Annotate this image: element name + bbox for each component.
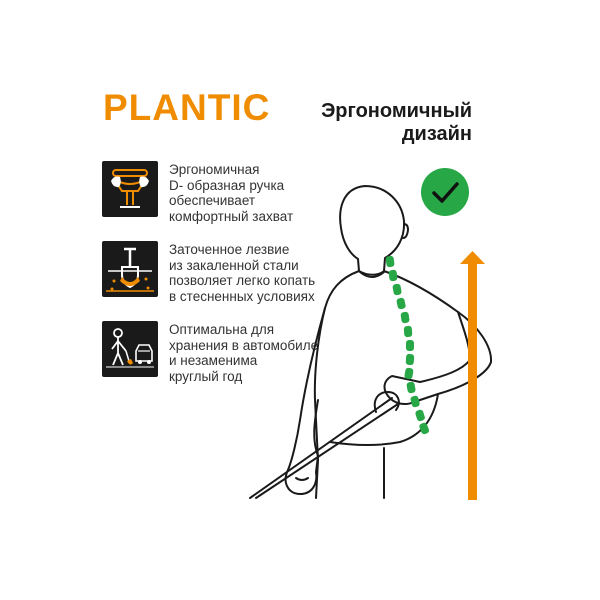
feature-line: в стесненных условиях — [169, 288, 315, 304]
feature-line: Эргономичная — [169, 162, 260, 177]
feature-line: круглый год — [169, 368, 243, 384]
headline-line: Эргономичный — [321, 100, 472, 122]
person-arm-upper — [413, 361, 492, 403]
person-torso — [313, 270, 360, 499]
up-arrow-icon — [460, 251, 485, 500]
check-circle-icon — [421, 168, 469, 216]
headline-line: дизайн — [401, 123, 472, 145]
shovel-in-soil-icon — [102, 241, 158, 297]
spine-indicator — [385, 255, 430, 435]
feature-line: D- образная ручка — [169, 177, 285, 193]
feature-2-text: Заточенное лезвие из закаленной стали по… — [169, 242, 344, 304]
feature-line: позволяет легко копать — [169, 273, 316, 289]
feature-line: из закаленной стали — [169, 257, 299, 273]
person-head — [339, 185, 406, 276]
feature-line: хранения в автомобиле — [169, 337, 319, 353]
brand-logo: PLANTIC — [103, 87, 271, 128]
d-handle-grip-icon — [102, 161, 158, 217]
feature-line: Оптимальна для — [169, 322, 275, 337]
feature-line: обеспечивает — [169, 193, 256, 209]
person-arm-lower — [287, 307, 326, 471]
headline: Эргономичный дизайн — [321, 100, 472, 146]
feature-line: комфортный захват — [169, 208, 294, 224]
feature-3-text: Оптимальна для хранения в автомобиле и н… — [169, 322, 344, 384]
feature-line: Заточенное лезвие — [169, 242, 290, 257]
shovel-shaft — [249, 390, 400, 499]
feature-line: и незаменима — [169, 353, 258, 369]
person-shovel-car-icon — [102, 321, 158, 377]
feature-1-text: Эргономичная D- образная ручка обеспечив… — [169, 162, 344, 224]
